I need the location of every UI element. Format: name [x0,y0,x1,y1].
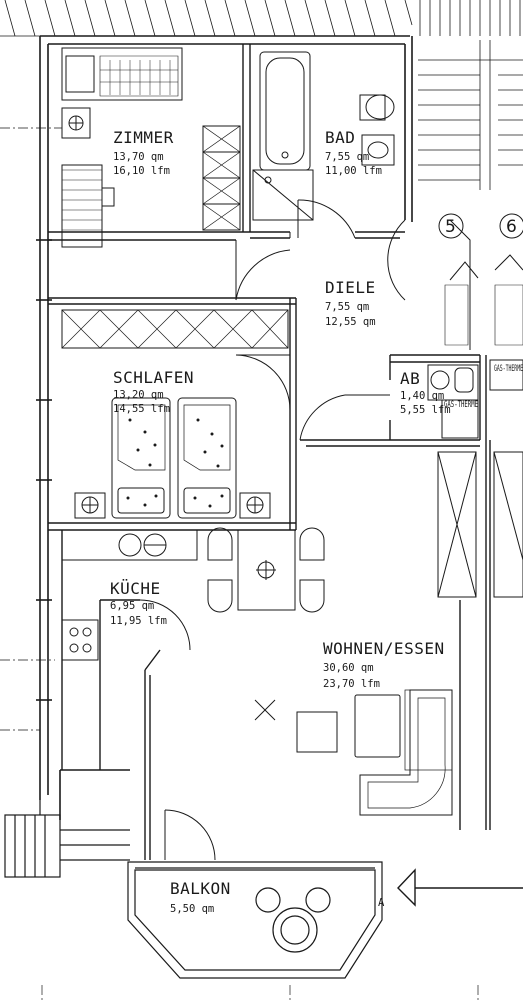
dining-table [207,527,325,613]
room-name-bad: BAD [325,128,355,147]
marker-label-6: 6 [506,217,517,237]
balcony [4,800,383,979]
room-area-diele: 7,55 qm [325,301,369,313]
room-perimeter-kueche: 11,95 lfm [110,615,167,627]
room-area-bad: 7,55 qm [325,151,369,163]
room-name-diele: DIELE [325,278,376,297]
room-name-kueche: KÜCHE [110,579,161,598]
kitchen-fixtures [61,529,198,661]
room-perimeter-ab: 5,55 lfm [400,404,451,416]
room-area-zimmer: 13,70 qm [113,151,164,163]
room-perimeter-diele: 12,55 qm [325,316,376,328]
room-perimeter-bad: 11,00 lfm [325,165,382,177]
room-area-kueche: 6,95 qm [110,600,154,612]
room-area-ab: 1,40 qm [400,390,444,402]
section-marker-label: A [378,897,385,909]
room-perimeter-zimmer: 16,10 lfm [113,165,170,177]
room-perimeter-wohnen-essen: 23,70 lfm [323,678,380,690]
gas-therme-label-right: GAS-THERME [494,364,523,374]
room-labels: ZIMMER 13,70 qm 16,10 lfm BAD 7,55 qm 11… [110,128,523,915]
room-name-schlafen: SCHLAFEN [113,368,194,387]
staircase [418,40,523,190]
right-cabinets [437,284,523,598]
zimmer-furniture [61,47,241,248]
interior-walls [48,44,491,860]
marker-circle-6 [499,213,523,239]
ab-fixtures [427,359,523,439]
room-name-wohnen-essen: WOHNEN/ESSEN [323,639,445,658]
room-area-balkon: 5,50 qm [170,903,214,915]
marker-label-5: 5 [445,217,456,237]
bath-fixtures [252,51,395,221]
roof-hatch [0,0,521,37]
living-furniture [254,689,453,816]
schlafen-furniture [61,309,289,519]
axis-lines [0,127,479,1000]
room-perimeter-schlafen: 14,55 lfm [113,403,170,415]
section-arrow [397,868,523,907]
marker-circle-5 [438,213,464,239]
gas-therme-label-ab: GAS-THERME [444,400,478,410]
room-name-balkon: BALKON [170,879,231,898]
room-name-ab: AB [400,369,420,388]
room-name-zimmer: ZIMMER [113,128,174,147]
room-area-wohnen-essen: 30,60 qm [323,662,374,674]
outer-walls [36,35,413,820]
door-swings [139,199,523,861]
room-area-schlafen: 13,20 qm [113,389,164,401]
